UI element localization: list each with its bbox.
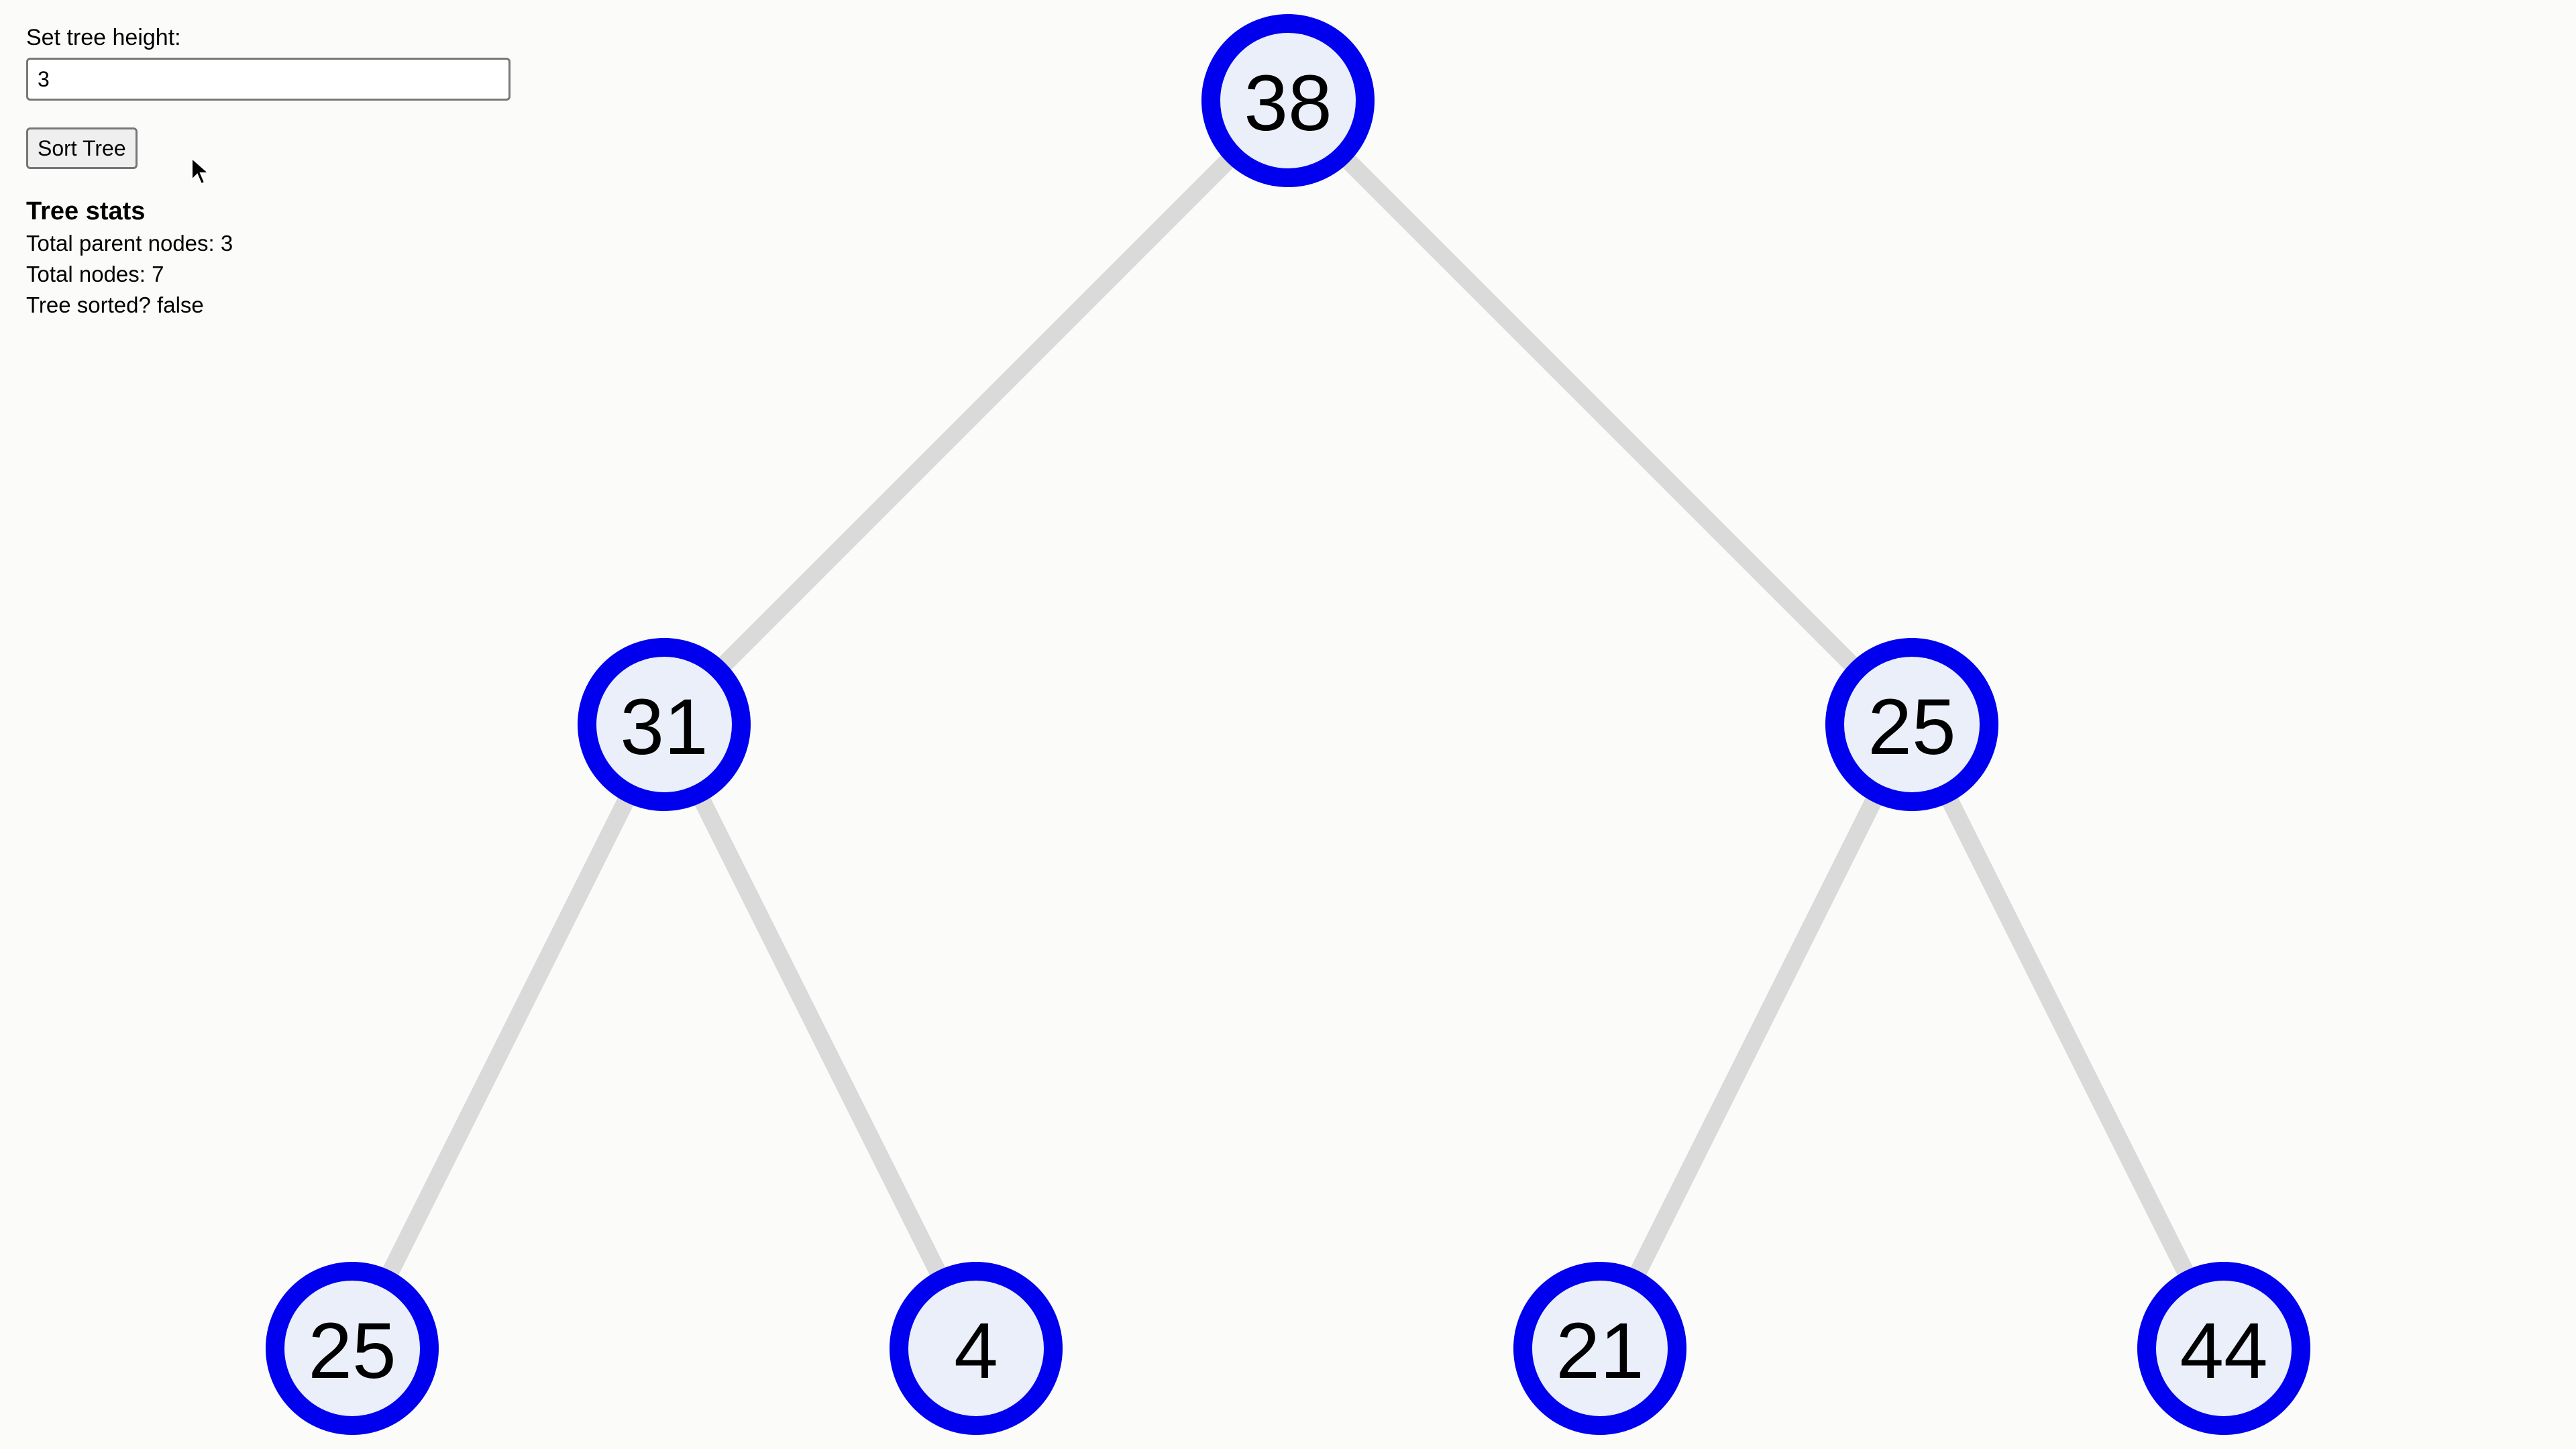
tree-edge xyxy=(1592,720,1920,1352)
tree-node-value: 4 xyxy=(954,1307,998,1395)
tree-edges xyxy=(344,94,2232,1352)
sort-tree-button[interactable]: Sort Tree xyxy=(26,127,138,169)
stat-tree-sorted-label: Tree sorted? xyxy=(26,292,151,317)
stat-parent-nodes-label: Total parent nodes: xyxy=(26,231,215,256)
tree-node: 38 xyxy=(1201,14,1375,187)
tree-node-circle xyxy=(890,1262,1063,1435)
tree-node-value: 31 xyxy=(620,683,708,771)
tree-node: 25 xyxy=(266,1262,439,1435)
tree-height-label: Set tree height: xyxy=(26,25,181,50)
tree-node: 21 xyxy=(1513,1262,1686,1435)
stat-tree-sorted: Tree sorted? false xyxy=(26,290,536,321)
tree-node-circle xyxy=(2137,1262,2310,1435)
tree-node-value: 38 xyxy=(1244,59,1332,148)
tree-node: 25 xyxy=(1825,638,1998,811)
tree-edge xyxy=(656,720,984,1352)
tree-edge xyxy=(1904,720,2232,1352)
stat-parent-nodes-value: 3 xyxy=(220,231,233,256)
tree-node-value: 25 xyxy=(1868,683,1955,771)
tree-edge xyxy=(1281,94,1919,731)
tree-node-circle xyxy=(266,1262,439,1435)
tree-node-circle xyxy=(578,638,751,811)
tree-node: 44 xyxy=(2137,1262,2310,1435)
stat-tree-sorted-value: false xyxy=(157,292,204,317)
stat-total-nodes-label: Total nodes: xyxy=(26,262,146,286)
tree-node: 31 xyxy=(578,638,751,811)
tree-edge xyxy=(657,94,1295,731)
tree-nodes: 38 31 25 25 4 21 44 xyxy=(266,14,2310,1435)
stat-total-nodes-value: 7 xyxy=(152,262,164,286)
tree-node-circle xyxy=(1201,14,1375,187)
tree-height-input[interactable] xyxy=(26,58,511,101)
tree-node-circle xyxy=(1825,638,1998,811)
tree-node-value: 44 xyxy=(2180,1307,2267,1395)
control-panel: Set tree height: Sort Tree Tree stats To… xyxy=(26,23,536,321)
tree-stats-heading: Tree stats xyxy=(26,197,146,225)
stat-parent-nodes: Total parent nodes: 3 xyxy=(26,228,536,259)
tree-node-value: 25 xyxy=(308,1307,396,1395)
mouse-cursor-icon xyxy=(191,157,211,185)
stat-total-nodes: Total nodes: 7 xyxy=(26,259,536,290)
tree-edge xyxy=(344,720,672,1352)
tree-node: 4 xyxy=(890,1262,1063,1435)
tree-node-circle xyxy=(1513,1262,1686,1435)
tree-node-value: 21 xyxy=(1556,1307,1644,1395)
